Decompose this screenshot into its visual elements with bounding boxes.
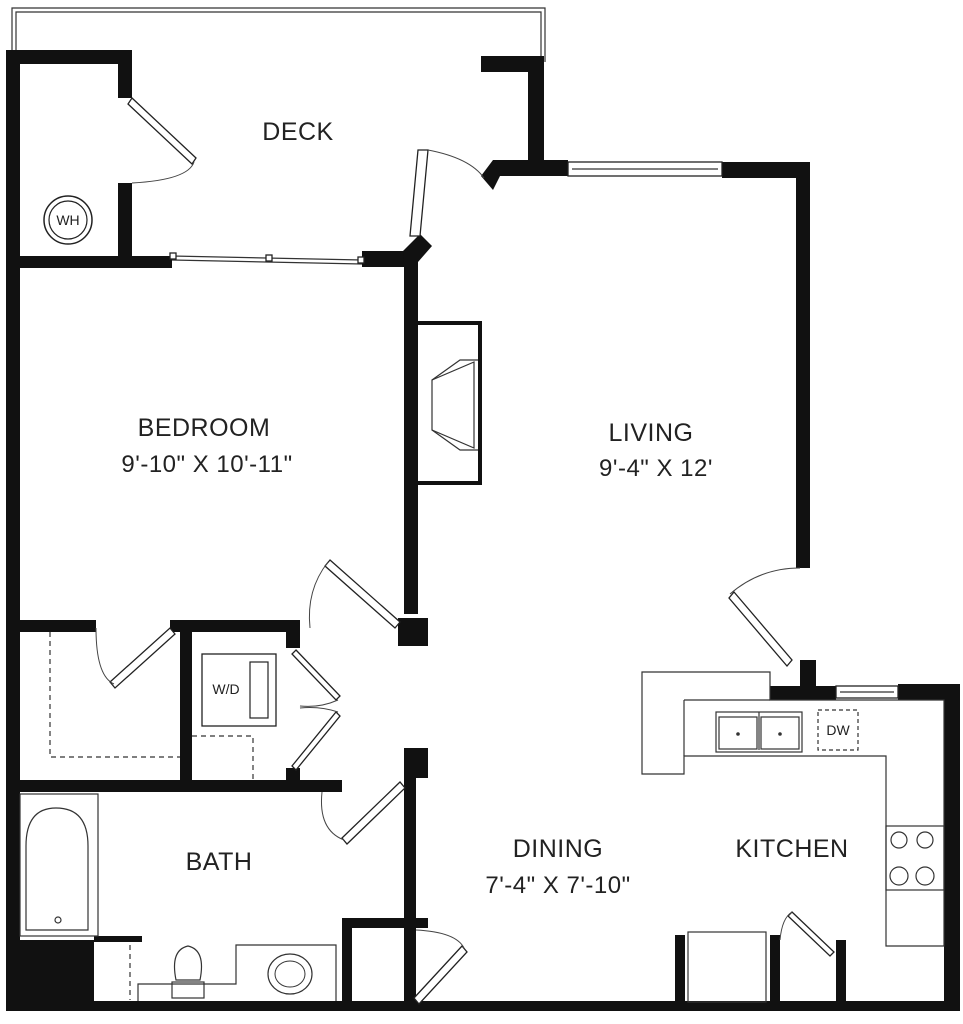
toilet (171, 945, 205, 999)
dishwasher (817, 709, 859, 751)
refrigerator (687, 931, 767, 1003)
walls (6, 50, 960, 1011)
room-name-living: LIVING (609, 419, 694, 447)
door-laundry-left[interactable] (291, 649, 341, 707)
bathtub (19, 793, 131, 1000)
water-heater-label: WH (56, 212, 79, 228)
water-heater (43, 195, 93, 245)
door-laundry-right[interactable] (291, 707, 341, 771)
stove (885, 825, 945, 891)
washer-dryer (201, 653, 277, 727)
door-bedroom-hall[interactable] (308, 559, 401, 629)
vanity (137, 944, 337, 1001)
room-dimensions-dining: 7'-4" X 7'-10" (485, 872, 630, 899)
room-dimensions-living: 9'-4" X 12' (599, 455, 713, 482)
room-name-bath: BATH (186, 848, 253, 876)
dishwasher-label: DW (826, 722, 850, 738)
kitchen-sink (715, 711, 803, 753)
deck-railing (11, 7, 546, 62)
door-bedroom-closet[interactable] (95, 627, 176, 689)
room-name-bedroom: BEDROOM (138, 414, 271, 442)
door-living-exterior[interactable] (728, 567, 801, 668)
closet-shelf-laundry (192, 735, 254, 780)
room-name-dining: DINING (513, 835, 604, 863)
room-name-deck: DECK (262, 118, 333, 146)
door-water-heater[interactable] (127, 97, 197, 184)
room-dimensions-bedroom: 9'-10" X 10'-11" (121, 451, 292, 478)
fireplace (414, 321, 482, 485)
closet-shelf-bedroom (49, 632, 180, 758)
sliding-door-bedroom-deck[interactable] (169, 252, 365, 265)
kitchen-counter (641, 671, 945, 947)
door-living-deck[interactable] (409, 149, 485, 237)
room-name-kitchen: KITCHEN (735, 835, 848, 863)
door-bath[interactable] (320, 781, 406, 845)
door-pantry[interactable] (779, 911, 835, 957)
door-closet-dining[interactable] (413, 929, 468, 1005)
washer-dryer-label: W/D (212, 681, 239, 697)
windows (567, 161, 899, 699)
